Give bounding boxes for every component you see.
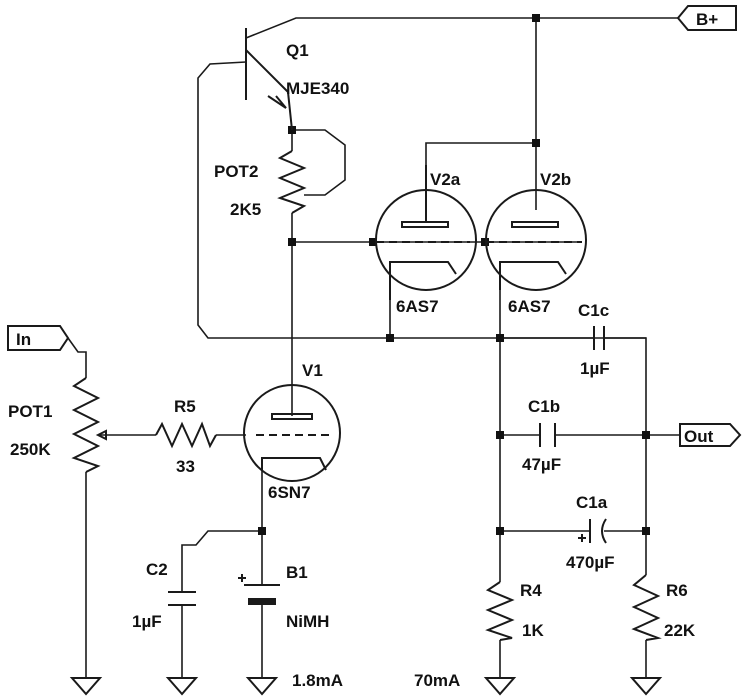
q1-ref-label: Q1 [286, 41, 309, 60]
v1-value-label: 6SN7 [268, 483, 311, 502]
battery-b1-symbol [238, 574, 280, 605]
pot1-value-label: 250K [10, 440, 51, 459]
c1b-ref-label: C1b [528, 397, 560, 416]
b1-ref-label: B1 [286, 563, 308, 582]
r4-value-label: 1K [522, 621, 544, 640]
c1c-value-label: 1µF [580, 359, 610, 378]
c1b-value-label: 47µF [522, 455, 561, 474]
r6-value-label: 22K [664, 621, 696, 640]
r5-value-label: 33 [176, 457, 195, 476]
port-out-label: Out [684, 427, 714, 446]
resistor-r5-symbol [155, 421, 217, 449]
tube-v2a-symbol [375, 165, 477, 300]
r5-ref-label: R5 [174, 397, 196, 416]
q1-value-label: MJE340 [286, 79, 349, 98]
tube-v1-symbol [243, 384, 341, 482]
r6-ref-label: R6 [666, 581, 688, 600]
resistor-r6-symbol [631, 574, 662, 641]
component-labels: Q1 MJE340 POT2 2K5 V2a V2b 6AS7 6AS7 C1c… [8, 41, 696, 690]
pot2-symbol [277, 150, 307, 214]
wires [67, 17, 680, 678]
v2b-value-label: 6AS7 [508, 297, 551, 316]
port-in-label: In [16, 330, 31, 349]
port-bplus-label: B+ [696, 10, 718, 29]
capacitor-c1a-symbol [578, 518, 607, 544]
current-v1-label: 1.8mA [292, 671, 343, 690]
pot1-ref-label: POT1 [8, 402, 52, 421]
c1c-ref-label: C1c [578, 301, 609, 320]
tube-v2b-symbol [485, 189, 587, 291]
current-v2-label: 70mA [414, 671, 460, 690]
ground-symbols [69, 677, 663, 696]
c1a-value-label: 470µF [566, 553, 615, 572]
port-out[interactable]: Out [679, 423, 742, 447]
pot2-value-label: 2K5 [230, 200, 261, 219]
pot2-ref-label: POT2 [214, 162, 258, 181]
capacitor-c2-symbol [168, 591, 196, 606]
c2-value-label: 1µF [132, 612, 162, 631]
resistor-r4-symbol [485, 581, 515, 641]
v2b-ref-label: V2b [540, 170, 571, 189]
v2a-value-label: 6AS7 [396, 297, 439, 316]
pot1-symbol [71, 377, 107, 473]
v2a-ref-label: V2a [430, 170, 461, 189]
transistor-q1-symbol [245, 28, 293, 131]
v1-ref-label: V1 [302, 361, 323, 380]
capacitor-c1c-symbol [593, 326, 605, 350]
r4-ref-label: R4 [520, 581, 542, 600]
port-bplus[interactable]: B+ [676, 5, 737, 31]
capacitor-c1b-symbol [539, 423, 556, 447]
c2-ref-label: C2 [146, 560, 168, 579]
port-in[interactable]: In [7, 325, 70, 351]
b1-value-label: NiMH [286, 612, 329, 631]
c1a-ref-label: C1a [576, 493, 608, 512]
